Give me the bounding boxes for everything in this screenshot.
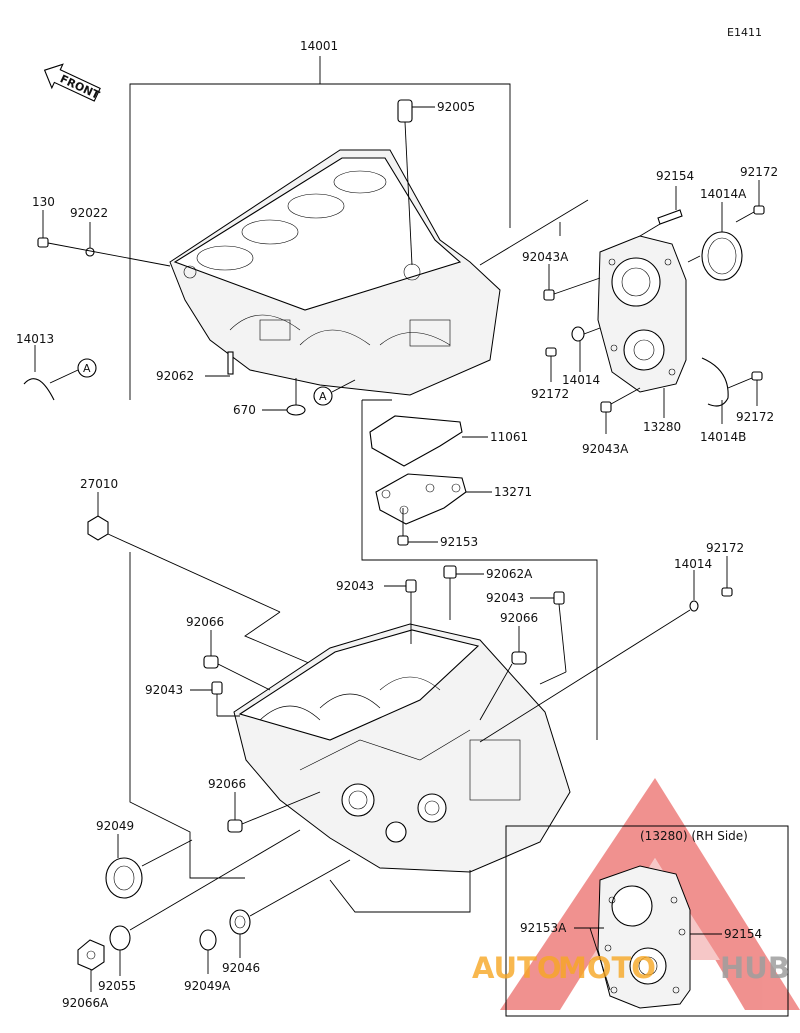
watermark-text: AUTO MOTO HUB: [472, 951, 790, 985]
part-92066-a-plug: [203, 630, 271, 691]
part-92049-seal: [105, 834, 193, 899]
inset-title: (13280) (RH Side): [640, 829, 748, 843]
label-92043-c: 92043: [145, 683, 183, 697]
label-92066-a: 92066: [186, 615, 224, 629]
label-92049: 92049: [96, 819, 134, 833]
part-92172-low-screw: [721, 556, 733, 597]
part-92043-c-dowel: [190, 681, 240, 717]
callout-a-left: A: [83, 362, 91, 375]
label-92172-top: 92172: [740, 165, 778, 179]
part-92172-right-screw: [727, 371, 763, 406]
part-14014-mid-oring: [571, 326, 601, 372]
label-14014A: 14014A: [700, 187, 747, 201]
part-92046-bearing: [229, 859, 351, 958]
part-92043A-bot-dowel: [600, 387, 641, 434]
part-92154-bolt: [639, 186, 683, 237]
label-92049A: 92049A: [184, 979, 231, 993]
diagram-code: E1411: [727, 26, 762, 39]
front-arrow: FRONT: [43, 63, 102, 102]
label-92172-right: 92172: [736, 410, 774, 424]
watermark-triangle-right: [655, 778, 800, 1010]
label-92005: 92005: [437, 100, 475, 114]
part-92066A-plug: [77, 939, 105, 992]
label-92043A-top: 92043A: [522, 250, 569, 264]
label-11061: 11061: [490, 430, 528, 444]
part-14013-bracket: A: [23, 345, 97, 401]
part-130-bolt: [37, 210, 49, 248]
label-92172-low: 92172: [706, 541, 744, 555]
part-27010-switch: [87, 492, 281, 613]
label-92043-b: 92043: [486, 591, 524, 605]
part-92066-b-plug: [479, 626, 527, 721]
part-92022-washer: [47, 222, 171, 267]
part-92043A-top-dowel: [543, 264, 601, 301]
part-92066-c-plug: [227, 791, 321, 833]
label-92154: 92154: [656, 169, 694, 183]
label-14014-mid: 14014: [562, 373, 600, 387]
part-92062A-pin: [443, 565, 484, 620]
label-92022: 92022: [70, 206, 108, 220]
label-14014B: 14014B: [700, 430, 746, 444]
label-92043A-bot: 92043A: [582, 442, 629, 456]
part-92172-top-screw: [735, 180, 765, 223]
part-92049A-seal: [199, 929, 217, 974]
watermark-auto: AUTO: [472, 951, 562, 985]
label-13271: 13271: [494, 485, 532, 499]
label-92172-mid: 92172: [531, 387, 569, 401]
part-92055-oring: [109, 829, 301, 976]
part-13271-plate: [375, 473, 492, 525]
part-92005-pin: [397, 99, 435, 266]
part-92043-b-dowel: [530, 591, 567, 685]
watermark-moto: MOTO: [558, 951, 656, 985]
part-14014-low-oring: [479, 570, 699, 743]
part-13280-cover: [597, 235, 687, 393]
label-14001: 14001: [300, 39, 338, 53]
part-92043-a-dowel: [384, 579, 417, 644]
label-92066-b: 92066: [500, 611, 538, 625]
part-14014B-gasket: [701, 357, 729, 424]
watermark-triangle-left: [500, 778, 655, 1010]
label-13280: 13280: [643, 420, 681, 434]
label-14014-low: 14014: [674, 557, 712, 571]
label-92046: 92046: [222, 961, 260, 975]
label-92153A: 92153A: [520, 921, 567, 935]
label-27010: 27010: [80, 477, 118, 491]
label-92153: 92153: [440, 535, 478, 549]
part-92062-pin: [205, 351, 234, 377]
part-11061-gasket: [369, 415, 488, 467]
label-670: 670: [233, 403, 256, 417]
part-670-oring: A: [262, 378, 356, 416]
inset-cover: [597, 865, 691, 1009]
label-92055: 92055: [98, 979, 136, 993]
part-92153-bolt: [397, 508, 438, 546]
callout-a-mid: A: [319, 390, 327, 403]
label-92043-a: 92043: [336, 579, 374, 593]
upper-crankcase: [169, 149, 501, 396]
label-92066A: 92066A: [62, 996, 109, 1010]
label-92154-inset: 92154: [724, 927, 762, 941]
label-92066-c: 92066: [208, 777, 246, 791]
lower-crankcase: [233, 623, 571, 873]
label-14013: 14013: [16, 332, 54, 346]
part-92172-mid-screw: [545, 347, 557, 382]
bracket-11061: [361, 400, 598, 740]
inset-rh-side: (13280) (RH Side): [505, 825, 789, 1017]
bracket-lower: [129, 552, 245, 879]
label-130: 130: [32, 195, 55, 209]
watermark-hub: HUB: [720, 951, 790, 985]
label-92062: 92062: [156, 369, 194, 383]
label-92062A: 92062A: [486, 567, 533, 581]
part-14014A-gasket: [687, 202, 743, 281]
